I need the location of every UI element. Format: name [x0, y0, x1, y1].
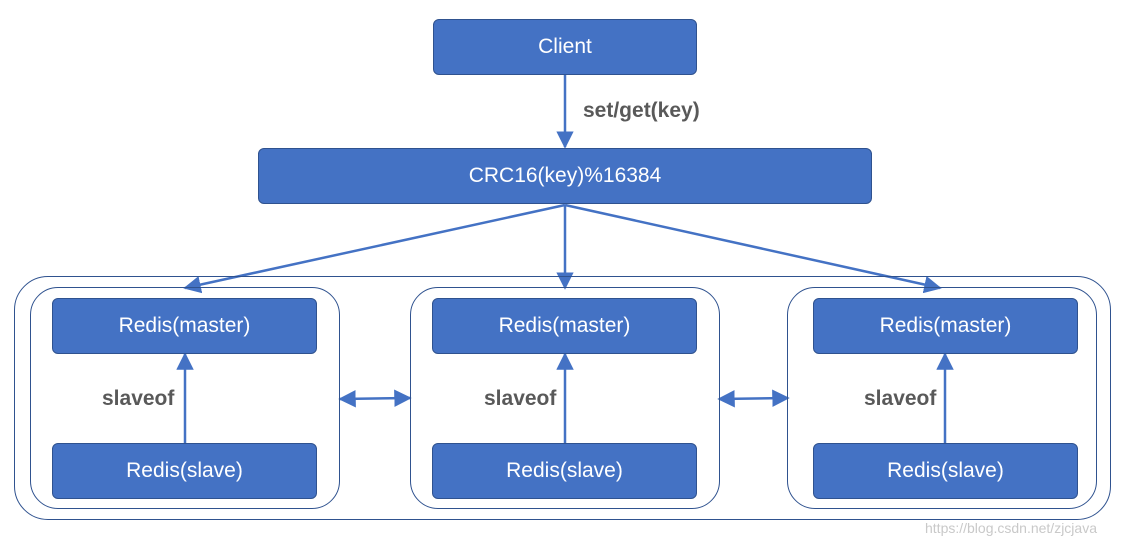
replica-group-3 — [787, 287, 1097, 509]
arrow-group-2-group-3 — [717, 389, 790, 408]
slave-node-3: Redis(slave) — [813, 443, 1078, 499]
slaveof-label-3: slaveof — [864, 387, 937, 410]
slave-node-2: Redis(slave) — [432, 443, 697, 499]
replica-group-2 — [410, 287, 720, 509]
arrow-hash-to-group-3 — [564, 203, 942, 294]
request-label: set/get(key) — [583, 99, 700, 122]
hash-slot-box: CRC16(key)%16384 — [258, 148, 872, 204]
client-box: Client — [433, 19, 697, 75]
watermark: https://blog.csdn.net/zjcjava — [925, 520, 1097, 536]
arrow-hash-to-group-1 — [183, 203, 566, 294]
arrow-group-1-group-2 — [338, 389, 412, 408]
cluster-container — [14, 276, 1111, 520]
replica-group-1 — [30, 287, 340, 509]
slaveof-label-2: slaveof — [484, 387, 557, 410]
master-node-1: Redis(master) — [52, 298, 317, 354]
master-node-3: Redis(master) — [813, 298, 1078, 354]
slave-node-1: Redis(slave) — [52, 443, 317, 499]
master-node-2: Redis(master) — [432, 298, 697, 354]
slaveof-label-1: slaveof — [102, 387, 175, 410]
